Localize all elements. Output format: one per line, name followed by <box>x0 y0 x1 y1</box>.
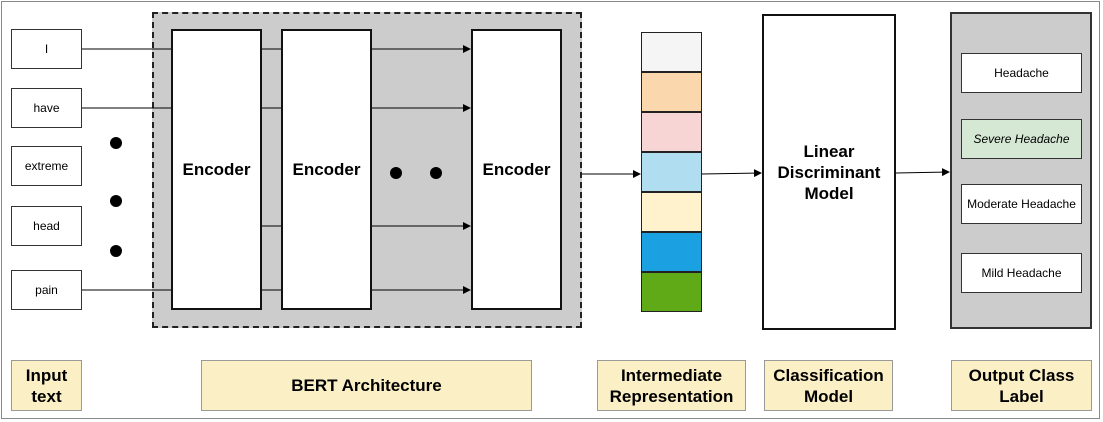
encoder-block: Encoder <box>171 29 262 310</box>
output-class-label: Moderate Headache <box>961 184 1082 224</box>
representation-cell <box>641 272 702 312</box>
encoder-block: Encoder <box>281 29 372 310</box>
representation-cell <box>641 232 702 272</box>
ellipsis-dot <box>110 137 122 149</box>
caption-output-class-label: Output Class Label <box>951 360 1092 411</box>
caption-intermediate-representation: Intermediate Representation <box>597 360 746 411</box>
input-token: pain <box>11 270 82 310</box>
caption-input-text: Input text <box>11 360 82 411</box>
representation-cell <box>641 72 702 112</box>
input-token: head <box>11 206 82 246</box>
arrow <box>701 169 762 178</box>
representation-cell <box>641 32 702 72</box>
representation-cell <box>641 152 702 192</box>
input-token: have <box>11 88 82 128</box>
linear-discriminant-model: Linear Discriminant Model <box>762 14 896 330</box>
input-token: extreme <box>11 146 82 186</box>
ellipsis-dot <box>430 167 442 179</box>
representation-cell <box>641 112 702 152</box>
representation-cell <box>641 192 702 232</box>
output-class-label: Mild Headache <box>961 253 1082 293</box>
encoder-block: Encoder <box>471 29 562 310</box>
caption-classification-model: Classification Model <box>764 360 893 411</box>
output-class-label: Headache <box>961 53 1082 93</box>
caption-bert-architecture: BERT Architecture <box>201 360 532 411</box>
input-token: I <box>11 29 82 69</box>
output-class-label: Severe Headache <box>961 119 1082 159</box>
ellipsis-dot <box>390 167 402 179</box>
arrow <box>895 168 950 177</box>
ellipsis-dot <box>110 245 122 257</box>
ellipsis-dot <box>110 195 122 207</box>
